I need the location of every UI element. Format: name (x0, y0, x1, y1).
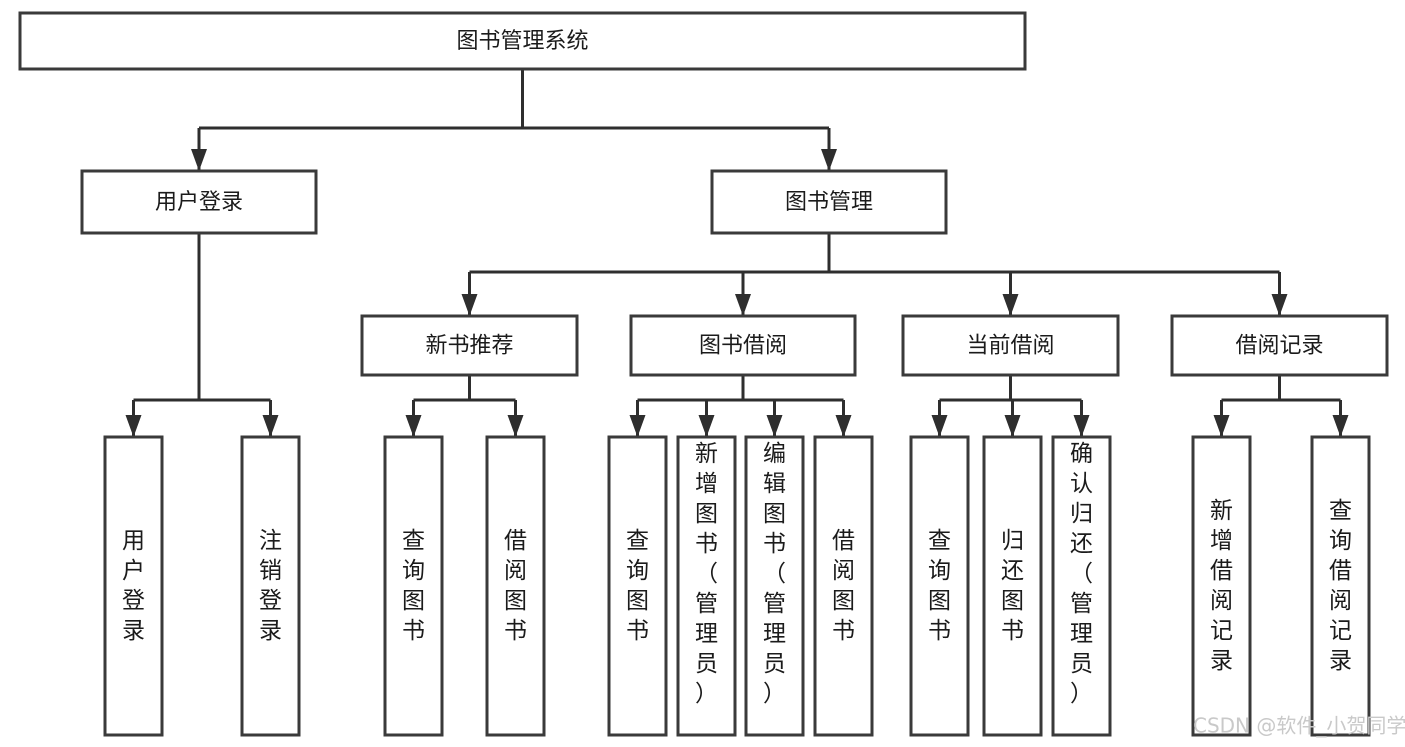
node-book-management-box[interactable] (710, 169, 948, 235)
conn-book-borrow-arrow-0 (629, 415, 646, 437)
node-root-box[interactable] (18, 11, 1027, 71)
conn-current-borrow-arrow-1 (1004, 415, 1021, 437)
node-leaf-query-borrow-record-box[interactable] (1310, 435, 1371, 737)
node-current-borrow-label: 当前借阅 (966, 334, 1054, 359)
node-new-book-recommend[interactable]: 新书推荐 (360, 314, 579, 377)
node-leaf-return-book-label: 归还图书 (1001, 528, 1024, 644)
node-leaf-add-book-admin-label: 新增图书（管理员） (695, 441, 718, 707)
node-leaf-edit-book-admin-label: 编辑图书（管理员） (763, 441, 786, 707)
node-leaf-query-borrow-record-label: 查询借阅记录 (1329, 498, 1352, 674)
conn-current-borrow-arrow-2 (1073, 415, 1090, 437)
node-leaf-borrow-book[interactable]: 借阅图书 (813, 435, 874, 737)
node-new-book-recommend-box[interactable] (360, 314, 579, 377)
node-user-login-box[interactable] (80, 169, 318, 235)
node-user-login-label: 用户登录 (155, 190, 243, 215)
conn-book-borrow-arrow-3 (835, 415, 852, 437)
node-leaf-add-book-admin-box[interactable] (676, 435, 737, 737)
node-leaf-borrow-book-recommend[interactable]: 借阅图书 (485, 435, 546, 737)
node-user-login[interactable]: 用户登录 (80, 169, 318, 235)
conn-borrow-record-arrow-1 (1332, 415, 1349, 437)
node-leaf-edit-book-admin[interactable]: 编辑图书（管理员） (744, 435, 805, 737)
node-leaf-borrow-book-recommend-box[interactable] (485, 435, 546, 737)
node-book-management[interactable]: 图书管理 (710, 169, 948, 235)
conn-book-management-arrow-1 (735, 294, 751, 316)
node-leaf-confirm-return-admin-label: 确认归还（管理员） (1070, 441, 1093, 707)
node-leaf-user-login[interactable]: 用户登录 (103, 435, 164, 737)
node-current-borrow[interactable]: 当前借阅 (901, 314, 1120, 377)
node-leaf-borrow-book-label: 借阅图书 (832, 528, 855, 644)
node-leaf-query-book-borrow[interactable]: 查询图书 (607, 435, 668, 737)
node-leaf-user-login-box[interactable] (103, 435, 164, 737)
node-leaf-query-book-recommend-label: 查询图书 (402, 528, 425, 644)
node-root-label: 图书管理系统 (456, 29, 588, 54)
node-leaf-query-book-current[interactable]: 查询图书 (909, 435, 970, 737)
node-leaf-add-book-admin[interactable]: 新增图书（管理员） (676, 435, 737, 737)
conn-book-management-arrow-2 (1002, 294, 1019, 316)
node-leaf-borrow-book-recommend-label: 借阅图书 (504, 528, 527, 644)
node-leaf-query-book-borrow-box[interactable] (607, 435, 668, 737)
node-leaf-query-book-current-label: 查询图书 (928, 528, 951, 644)
node-leaf-user-logout-box[interactable] (240, 435, 301, 737)
node-layer: 图书管理系统用户登录图书管理新书推荐图书借阅当前借阅借阅记录用户登录注销登录查询… (18, 11, 1389, 737)
node-new-book-recommend-label: 新书推荐 (425, 334, 513, 359)
conn-book-borrow-arrow-2 (766, 415, 783, 437)
conn-book-management-arrow-0 (461, 294, 478, 316)
node-leaf-return-book[interactable]: 归还图书 (982, 435, 1043, 737)
conn-user-login-arrow-1 (262, 415, 279, 437)
conn-user-login-arrow-0 (125, 415, 142, 437)
node-leaf-query-book-current-box[interactable] (909, 435, 970, 737)
node-borrow-record-box[interactable] (1170, 314, 1389, 377)
node-leaf-add-borrow-record[interactable]: 新增借阅记录 (1191, 435, 1252, 737)
node-leaf-confirm-return-admin-box[interactable] (1051, 435, 1112, 737)
node-borrow-record[interactable]: 借阅记录 (1170, 314, 1389, 377)
conn-new-book-recommend-arrow-1 (507, 415, 524, 437)
node-leaf-query-book-borrow-label: 查询图书 (626, 528, 649, 644)
node-root[interactable]: 图书管理系统 (18, 11, 1027, 71)
conn-new-book-recommend-arrow-0 (405, 415, 422, 437)
node-book-borrow-label: 图书借阅 (699, 334, 787, 359)
node-leaf-query-borrow-record[interactable]: 查询借阅记录 (1310, 435, 1371, 737)
connector-layer (125, 69, 1349, 437)
node-leaf-add-borrow-record-box[interactable] (1191, 435, 1252, 737)
node-leaf-borrow-book-box[interactable] (813, 435, 874, 737)
node-leaf-query-book-recommend-box[interactable] (383, 435, 444, 737)
node-leaf-return-book-box[interactable] (982, 435, 1043, 737)
node-current-borrow-box[interactable] (901, 314, 1120, 377)
node-leaf-add-borrow-record-label: 新增借阅记录 (1210, 498, 1233, 674)
csdn-watermark: CSDN @软件_小贺同学 (1193, 714, 1405, 738)
conn-book-borrow-arrow-1 (698, 415, 715, 437)
node-leaf-user-login-label: 用户登录 (122, 528, 145, 644)
conn-book-management-arrow-3 (1271, 294, 1288, 316)
node-book-management-label: 图书管理 (785, 190, 873, 215)
node-book-borrow[interactable]: 图书借阅 (629, 314, 857, 377)
conn-current-borrow-arrow-0 (931, 415, 948, 437)
node-leaf-user-logout-label: 注销登录 (259, 528, 282, 644)
node-leaf-user-logout[interactable]: 注销登录 (240, 435, 301, 737)
conn-root-arrow-0 (191, 149, 207, 171)
conn-root-arrow-1 (821, 149, 837, 171)
conn-borrow-record-arrow-0 (1213, 415, 1230, 437)
node-leaf-edit-book-admin-box[interactable] (744, 435, 805, 737)
node-borrow-record-label: 借阅记录 (1235, 334, 1323, 359)
node-book-borrow-box[interactable] (629, 314, 857, 377)
node-leaf-query-book-recommend[interactable]: 查询图书 (383, 435, 444, 737)
node-leaf-confirm-return-admin[interactable]: 确认归还（管理员） (1051, 435, 1112, 737)
